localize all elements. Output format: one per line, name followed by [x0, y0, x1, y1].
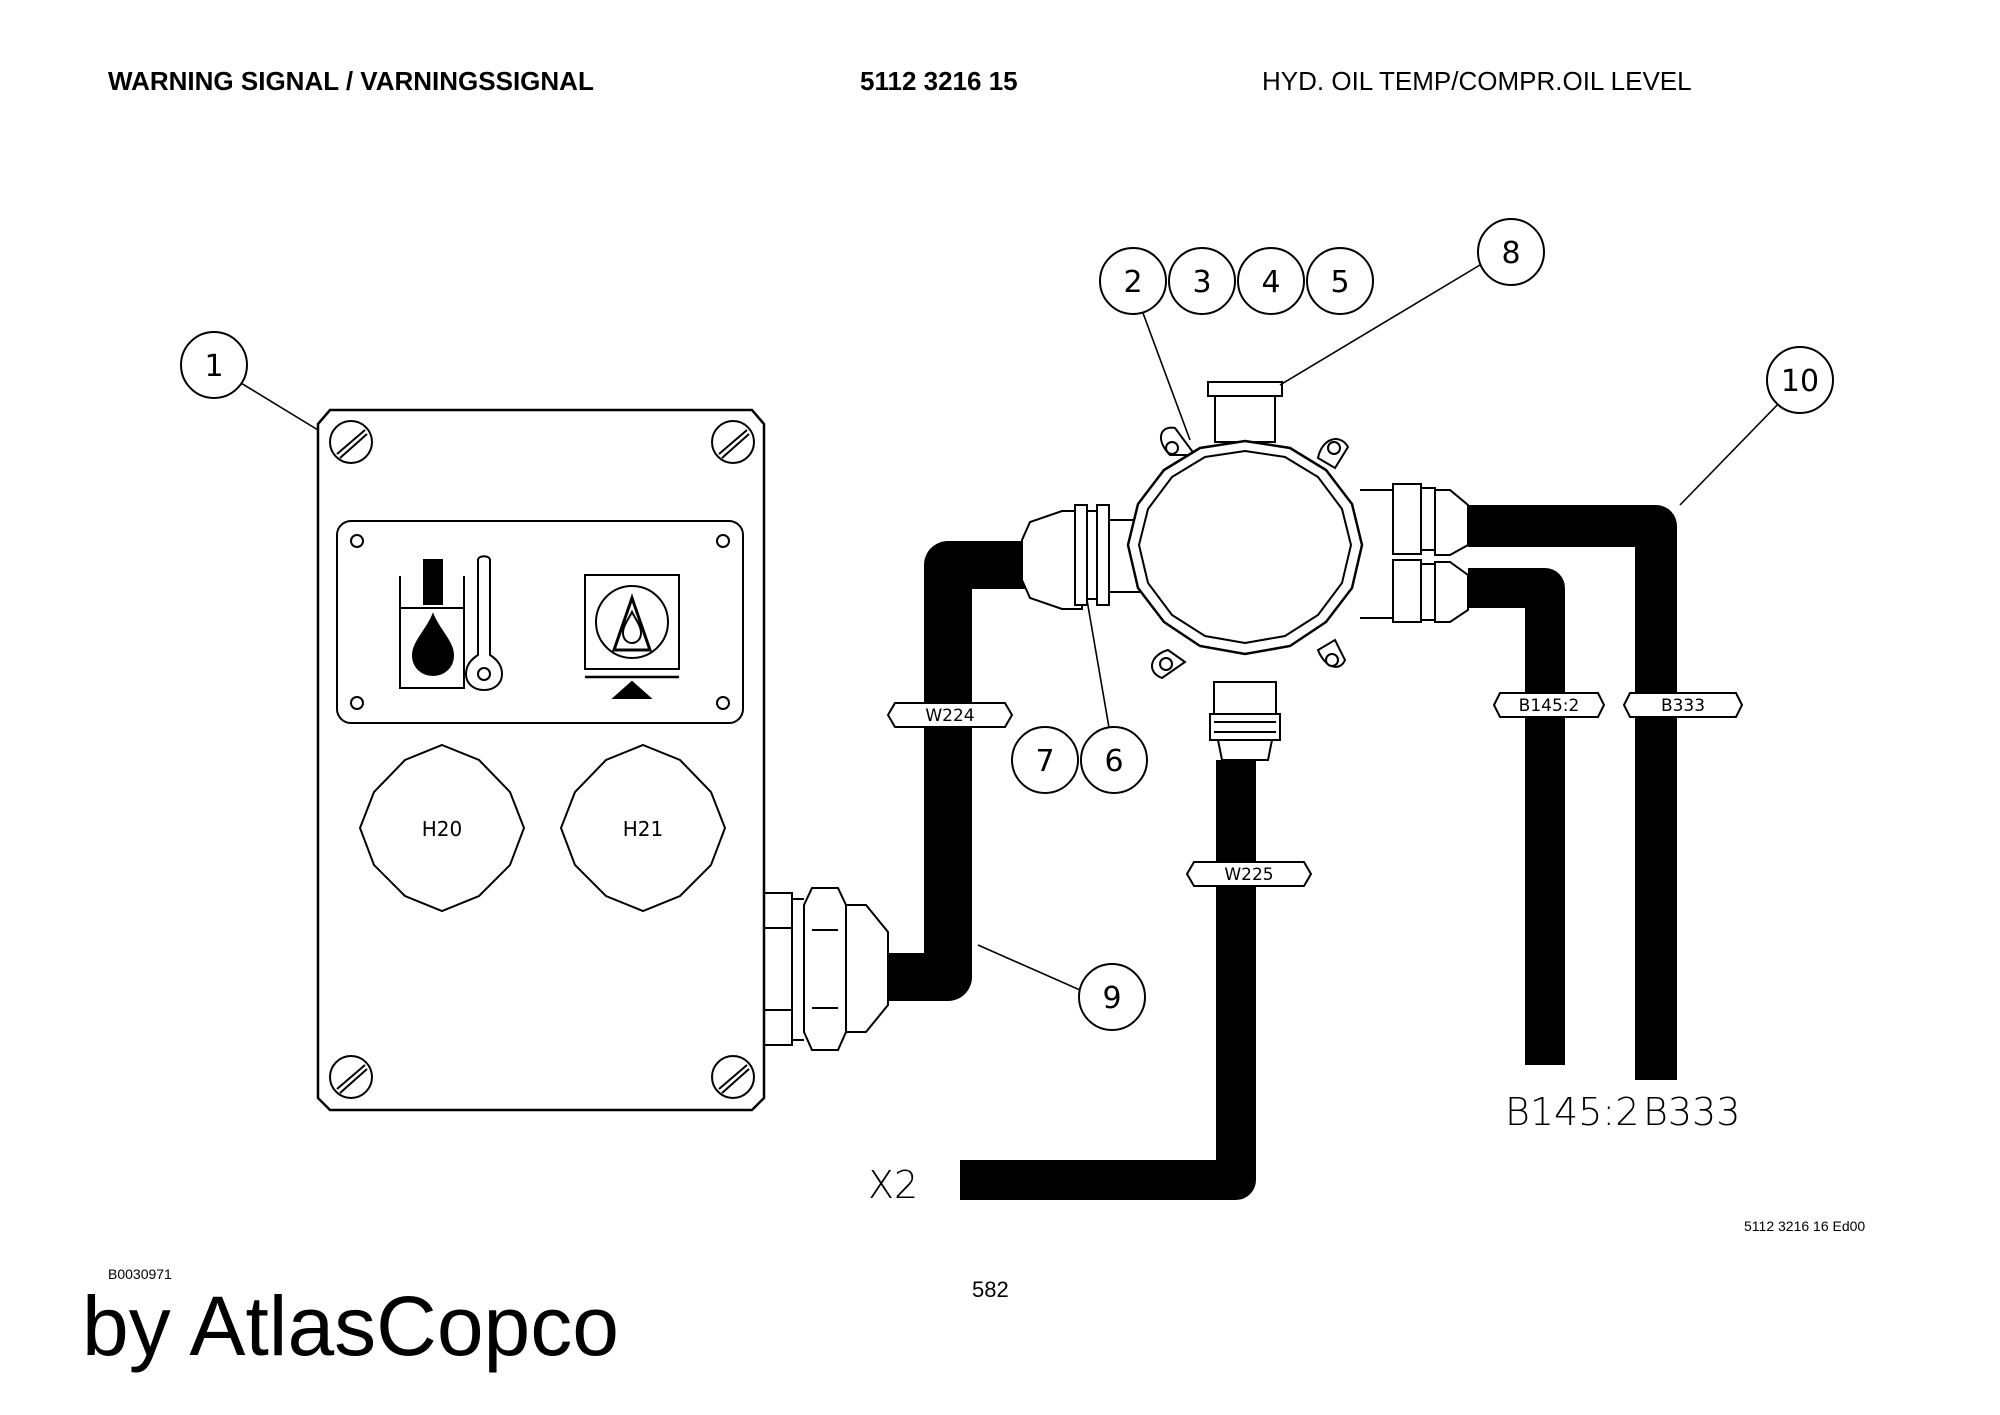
- cable-end-x2: X2: [868, 1163, 918, 1207]
- balloon-9: [1078, 963, 1146, 1031]
- balloon-label-2: 2: [1123, 265, 1142, 300]
- tag-label-b145: B145:2: [1519, 696, 1580, 716]
- cable-tags: [886, 692, 1744, 887]
- balloon-1: [180, 331, 248, 399]
- page-number: 582: [972, 1277, 1009, 1302]
- header-part-number: 5112 3216 15: [860, 66, 1018, 96]
- balloon-3: [1168, 247, 1236, 315]
- oil-temperature-icon: [399, 555, 504, 692]
- balloon-8: [1477, 218, 1545, 286]
- balloon-label-9: 9: [1102, 981, 1121, 1016]
- lamp-label-h21: H21: [623, 817, 664, 841]
- balloon-label-4: 4: [1261, 265, 1280, 300]
- balloon-label-10: 10: [1781, 364, 1819, 399]
- oil-level-icon: [584, 574, 680, 699]
- balloon-label-6: 6: [1104, 744, 1123, 779]
- leader-lines: [235, 261, 1783, 991]
- cable-end-b333: B333: [1643, 1090, 1740, 1134]
- panel-cable-gland: [763, 887, 889, 1051]
- cable-b145-2: [1468, 568, 1565, 1065]
- cables: [888, 505, 1677, 1200]
- tag-label-b333: B333: [1661, 696, 1705, 716]
- warning-panel: [316, 408, 766, 1112]
- cable-end-b145: B145:2: [1505, 1090, 1639, 1134]
- screw-icon: [329, 420, 373, 464]
- brand-footer: by AtlasCopco: [82, 1279, 619, 1373]
- balloon-label-5: 5: [1330, 265, 1349, 300]
- balloon-7: [1011, 726, 1079, 794]
- screw-icon: [711, 420, 755, 464]
- balloon-6: [1080, 726, 1148, 794]
- header-title: WARNING SIGNAL / VARNINGSSIGNAL: [108, 66, 594, 96]
- balloon-2: [1099, 247, 1167, 315]
- symbol-plate: [336, 520, 744, 724]
- screw-icon: [329, 1055, 373, 1099]
- balloon-label-3: 3: [1192, 265, 1211, 300]
- cable-w224: [888, 541, 1040, 1001]
- cable-b333: [1468, 505, 1677, 1080]
- screw-icon: [711, 1055, 755, 1099]
- document-code: B0030971: [108, 1266, 172, 1282]
- junction-box: [1021, 381, 1469, 761]
- tag-label-w225: W225: [1224, 865, 1273, 885]
- balloon-10: [1766, 346, 1834, 414]
- balloon-label-1: 1: [204, 349, 223, 384]
- drawing-reference: 5112 3216 16 Ed00: [1744, 1218, 1866, 1234]
- lamp-h21: [559, 743, 727, 913]
- tag-label-w224: W224: [925, 706, 974, 726]
- lamp-h20: [358, 743, 526, 913]
- balloon-label-8: 8: [1501, 236, 1520, 271]
- header-description: HYD. OIL TEMP/COMPR.OIL LEVEL: [1262, 66, 1692, 96]
- balloon-5: [1306, 247, 1374, 315]
- cable-w225: [960, 760, 1256, 1200]
- balloon-4: [1237, 247, 1305, 315]
- balloon-label-7: 7: [1035, 744, 1054, 779]
- lamp-label-h20: H20: [422, 817, 463, 841]
- item-balloons: [180, 218, 1834, 1031]
